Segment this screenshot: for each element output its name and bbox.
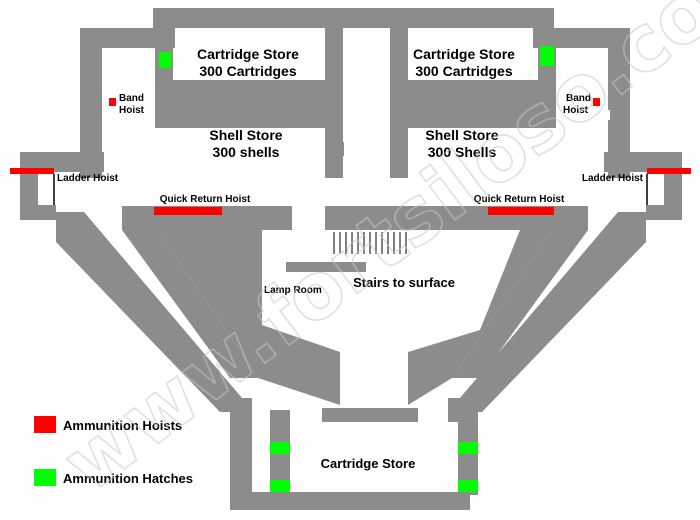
ladder-hoist-left-label: Ladder Hoist <box>57 173 119 184</box>
cartridge-store-left-label: Cartridge Store <box>197 46 299 62</box>
legend: Ammunition Hoists Ammunition Hatches <box>34 416 193 486</box>
cartridge-store-bottom-label: Cartridge Store <box>321 456 416 471</box>
ladder-hoist-right-label: Ladder Hoist <box>582 173 644 184</box>
quick-return-hoist-left-marker <box>154 207 222 215</box>
stairs-icon <box>330 232 410 254</box>
hatch-bottom-right-1 <box>458 442 478 454</box>
legend-hoist-swatch <box>34 416 56 433</box>
legend-hatch-swatch <box>34 469 56 486</box>
quick-return-hoist-right-label: Quick Return Hoist <box>474 194 565 205</box>
hatch-bottom-right-2 <box>458 480 478 492</box>
ladder-hoist-lines <box>53 174 648 205</box>
band-hoist-left-label-line2: Hoist <box>119 105 145 116</box>
band-hoist-left-marker <box>109 98 116 106</box>
ammunition-hoists <box>10 98 691 215</box>
cartridge-store-right-label: Cartridge Store <box>413 46 515 62</box>
cartridge-count-left-label: 300 Cartridges <box>199 63 296 79</box>
ladder-hoist-right-marker <box>647 168 691 174</box>
hatch-bottom-left-2 <box>270 480 290 492</box>
quick-return-hoist-right-marker <box>488 207 554 215</box>
bottom-store-floor <box>290 422 458 492</box>
stairs-label: Stairs to surface <box>353 275 455 290</box>
shell-store-right-label: Shell Store <box>425 127 498 143</box>
hatch-bottom-left-1 <box>270 442 290 454</box>
ammunition-hatches <box>159 46 554 492</box>
quick-return-hoist-left-label: Quick Return Hoist <box>160 194 251 205</box>
shell-count-left-label: 300 shells <box>213 144 280 160</box>
ladder-hoist-left-marker <box>10 168 54 174</box>
legend-hatch-label: Ammunition Hatches <box>63 471 193 486</box>
shell-store-left-label: Shell Store <box>209 127 282 143</box>
legend-hoist-label: Ammunition Hoists <box>63 418 182 433</box>
band-hoist-right-marker <box>593 98 600 106</box>
hatch-right-top <box>540 46 554 66</box>
band-hoist-right-label-line2: Hoist <box>563 105 589 116</box>
shell-count-right-label: 300 Shells <box>428 144 497 160</box>
band-hoist-left-label-line1: Band <box>119 93 144 104</box>
lamp-room-label: Lamp Room <box>264 285 322 296</box>
hatch-left-top <box>159 52 171 68</box>
band-hoist-right-label-line1: Band <box>566 93 591 104</box>
cartridge-count-right-label: 300 Cartridges <box>415 63 512 79</box>
